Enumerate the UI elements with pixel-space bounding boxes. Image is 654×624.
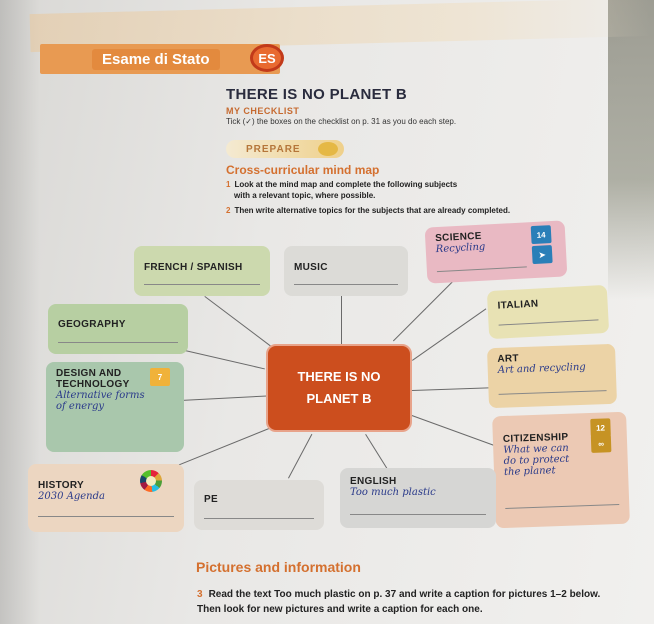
step-1-cont: with a relevant topic, where possible. xyxy=(234,191,376,200)
answer-line xyxy=(498,390,607,395)
answer-line xyxy=(505,503,620,509)
activity-title: Cross-curricular mind map xyxy=(226,163,380,177)
box-english: ENGLISH Too much plastic xyxy=(340,468,496,528)
infinity-icon: ∞ xyxy=(590,434,612,453)
box-citizenship: CITIZENSHIP What we can do to protect th… xyxy=(492,411,630,529)
instruction-text: Tick (✓) the boxes on the checklist on p… xyxy=(226,117,457,126)
fish-icon: ➤ xyxy=(531,245,553,265)
answer-line xyxy=(498,319,599,326)
prepare-label: PREPARE xyxy=(246,143,301,155)
es-badge: ES xyxy=(250,44,284,72)
connector-line xyxy=(365,434,389,471)
connector-line xyxy=(170,426,273,469)
connector-line xyxy=(412,308,487,361)
connector-line xyxy=(412,387,492,391)
prepare-pill: PREPARE xyxy=(226,140,344,158)
connector-line xyxy=(341,296,342,346)
sdg-7-icon: 7 xyxy=(150,368,170,386)
connector-line xyxy=(184,350,265,370)
answer-line xyxy=(58,342,178,343)
box-italian: ITALIAN xyxy=(486,284,610,340)
mind-map-center: THERE IS NO PLANET B xyxy=(266,344,412,432)
connector-line xyxy=(180,395,267,401)
answer-line xyxy=(204,518,314,519)
box-art: ART Art and recycling xyxy=(486,343,618,409)
answer-line xyxy=(350,514,486,515)
connector-line xyxy=(288,433,313,479)
sdg-14-icon: 14 xyxy=(530,225,552,245)
box-science: SCIENCE Recycling 14 ➤ xyxy=(424,220,568,284)
page-title: THERE IS NO PLANET B xyxy=(226,86,408,103)
section-label: Esame di Stato xyxy=(92,49,220,70)
prepare-dot-icon xyxy=(318,142,338,156)
answer-line xyxy=(38,516,174,517)
box-music: MUSIC xyxy=(284,246,408,296)
section-heading: Pictures and information xyxy=(196,559,361,575)
connector-line xyxy=(411,415,497,447)
box-geography: GEOGRAPHY xyxy=(48,304,188,354)
sdg-wheel-icon xyxy=(140,470,162,492)
box-french-spanish: FRENCH / SPANISH xyxy=(134,246,270,296)
box-pe: PE xyxy=(194,480,324,530)
answer-line xyxy=(144,284,260,285)
connector-line xyxy=(204,296,277,351)
answer-line xyxy=(436,266,527,273)
box-history: HISTORY 2030 Agenda xyxy=(28,464,184,532)
background-plant xyxy=(608,0,654,300)
box-design-technology: DESIGN AND TECHNOLOGY Alternative forms … xyxy=(46,362,184,452)
answer-line xyxy=(294,284,398,285)
checklist-label: MY CHECKLIST xyxy=(226,106,300,116)
